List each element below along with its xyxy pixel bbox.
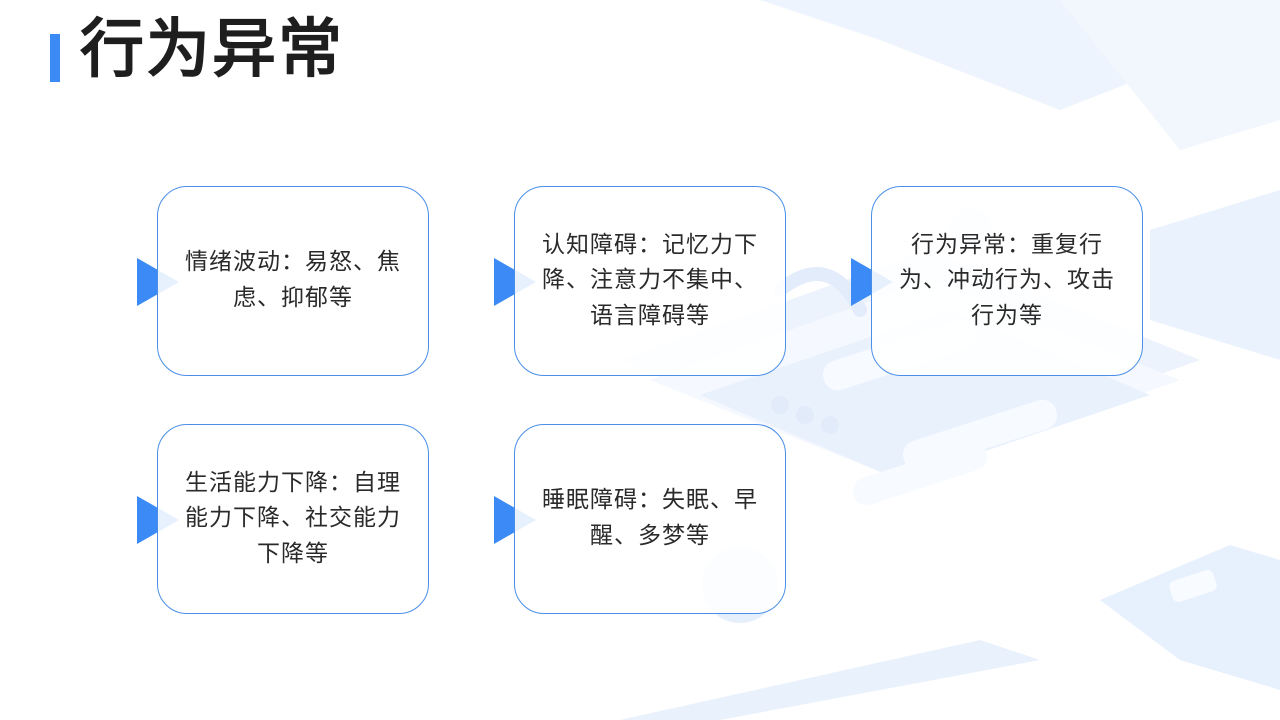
card-emotional-fluctuation: 情绪波动：易怒、焦虑、抑郁等 <box>137 186 437 378</box>
card-box: 行为异常：重复行为、冲动行为、攻击行为等 <box>871 186 1143 376</box>
card-behavioral-abnormality: 行为异常：重复行为、冲动行为、攻击行为等 <box>851 186 1151 378</box>
card-box: 生活能力下降：自理能力下降、社交能力下降等 <box>157 424 429 614</box>
card-text: 情绪波动：易怒、焦虑、抑郁等 <box>185 249 401 311</box>
card-text: 生活能力下降：自理能力下降、社交能力下降等 <box>185 469 401 567</box>
card-box: 情绪波动：易怒、焦虑、抑郁等 <box>157 186 429 376</box>
card-text: 行为异常：重复行为、冲动行为、攻击行为等 <box>899 231 1115 329</box>
card-text: 睡眠障碍：失眠、早醒、多梦等 <box>542 487 758 549</box>
card-life-ability-decline: 生活能力下降：自理能力下降、社交能力下降等 <box>137 424 437 616</box>
card-box: 睡眠障碍：失眠、早醒、多梦等 <box>514 424 786 614</box>
card-box: 认知障碍：记忆力下降、注意力不集中、语言障碍等 <box>514 186 786 376</box>
title-accent-bar <box>50 34 60 82</box>
card-sleep-disorder: 睡眠障碍：失眠、早醒、多梦等 <box>494 424 794 616</box>
card-cognitive-impairment: 认知障碍：记忆力下降、注意力不集中、语言障碍等 <box>494 186 794 378</box>
card-text: 认知障碍：记忆力下降、注意力不集中、语言障碍等 <box>542 231 758 329</box>
page-title: 行为异常 <box>80 13 344 87</box>
